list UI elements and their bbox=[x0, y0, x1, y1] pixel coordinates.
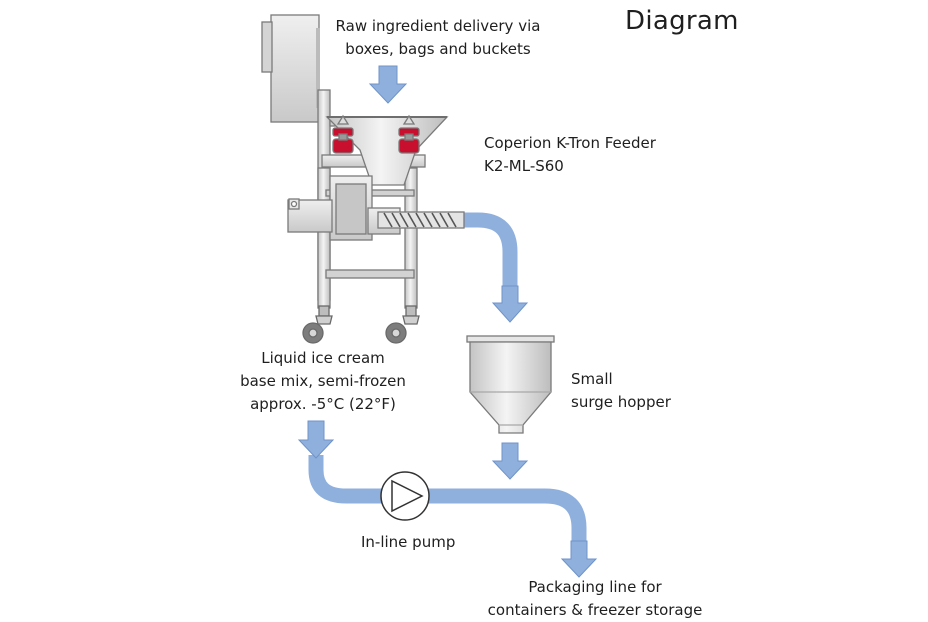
control-cabinet bbox=[270, 14, 320, 123]
load-cell-left bbox=[332, 114, 354, 154]
flow-arrows bbox=[297, 65, 598, 578]
packaging-label: Packaging line for containers & freezer … bbox=[487, 578, 703, 619]
liquid-mix-label: Liquid ice cream base mix, semi-frozen a… bbox=[240, 349, 406, 413]
surge-hopper bbox=[466, 335, 555, 434]
hopper-down-arrow bbox=[491, 442, 529, 480]
pump-to-packaging-pipe bbox=[428, 488, 587, 545]
screw-flights bbox=[383, 212, 457, 228]
packaging-arrow bbox=[560, 540, 598, 578]
frame-left-leg bbox=[317, 167, 331, 309]
mix-down-arrow bbox=[297, 420, 335, 459]
feeder-outlet-pipe bbox=[460, 212, 518, 288]
pump-label: In-line pump bbox=[361, 533, 456, 551]
inline-pump bbox=[380, 471, 430, 521]
caster-right bbox=[385, 305, 420, 344]
frame-right-leg bbox=[404, 167, 418, 309]
caster-left bbox=[302, 305, 333, 344]
feeder-to-hopper-arrow bbox=[491, 285, 529, 323]
surge-hopper-label: Small surge hopper bbox=[571, 370, 671, 411]
flow-pipes bbox=[308, 212, 587, 545]
diagram-title: Diagram bbox=[625, 6, 739, 36]
load-cell-right bbox=[398, 114, 420, 154]
delivery-arrow bbox=[368, 65, 408, 104]
raw-delivery-label: Raw ingredient delivery via boxes, bags … bbox=[335, 17, 541, 58]
feeder-label: Coperion K-Tron Feeder K2-ML-S60 bbox=[484, 134, 656, 175]
feeder-machine bbox=[261, 14, 465, 309]
mix-to-pump-pipe bbox=[308, 455, 384, 504]
